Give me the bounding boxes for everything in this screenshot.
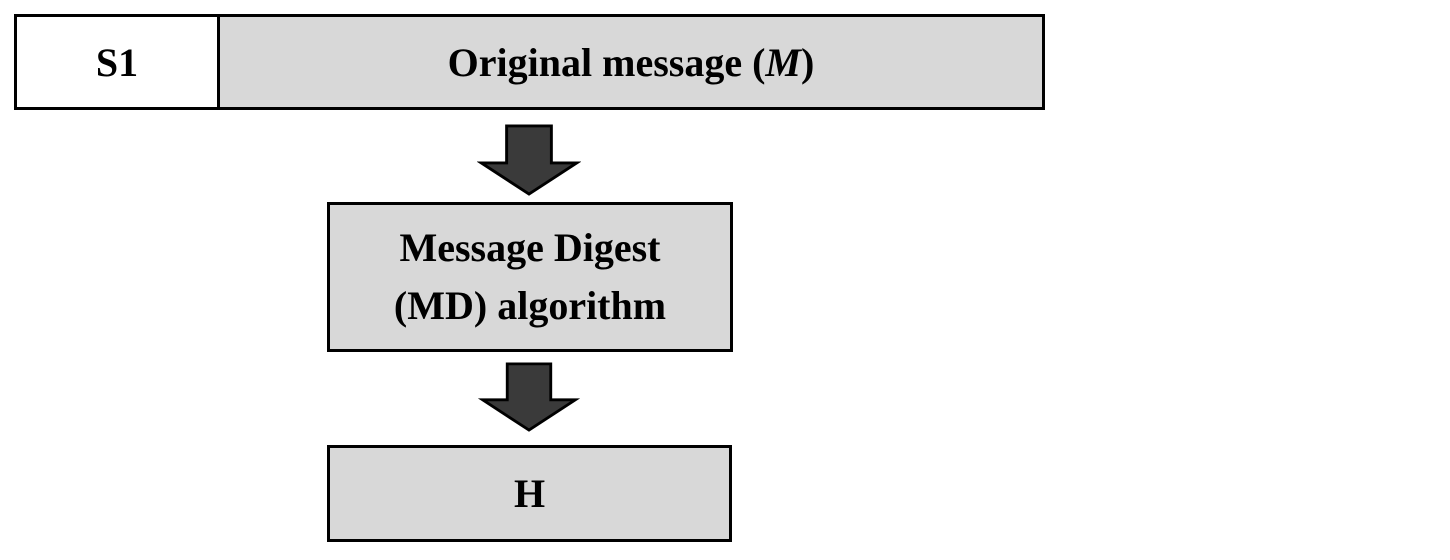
- hash-output-box: H: [327, 445, 732, 542]
- hash-output-label: H: [513, 470, 546, 516]
- down-arrow-icon: [477, 124, 581, 196]
- md-algorithm-box: Message Digest (MD) algorithm: [327, 202, 733, 352]
- original-message-box: Original message (M): [220, 17, 1042, 107]
- down-arrow-icon: [477, 362, 581, 432]
- sender-label-box: S1: [17, 17, 220, 107]
- message-variable: M: [765, 39, 801, 85]
- original-message-label: Original message (M): [447, 39, 815, 85]
- message-block-row: S1 Original message (M): [14, 14, 1045, 110]
- md-algorithm-line2: (MD) algorithm: [393, 283, 667, 328]
- down-arrow-shape: [477, 362, 581, 432]
- sender-label: S1: [95, 39, 139, 85]
- md-algorithm-line1: Message Digest: [399, 225, 661, 270]
- down-arrow-shape: [477, 124, 581, 196]
